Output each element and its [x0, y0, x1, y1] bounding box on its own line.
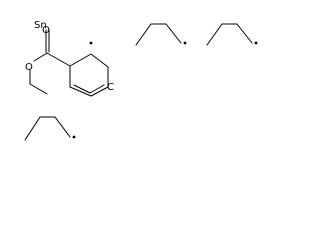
- carbonyl-to-ring-bond: [46, 52, 71, 67]
- butyl-radical-3: [24, 116, 76, 141]
- butyl-1-chain: [135, 23, 182, 46]
- butyl-radical-2: [206, 23, 258, 46]
- butyl-radical-1: [135, 23, 187, 46]
- butyl-3-chain: [24, 116, 71, 141]
- carbonyl-to-ester-oxygen-bond: [33, 52, 48, 62]
- ethyl-chain-bond: [29, 83, 48, 95]
- ester-oxygen-label: O: [25, 62, 33, 73]
- ring-outline: [69, 53, 109, 97]
- ring-inner-bond-a: [73, 84, 91, 94]
- ring-carbon-label: C: [107, 82, 114, 93]
- ring-radical-dot: [89, 41, 93, 45]
- ring-inner-bond-b: [89, 84, 105, 94]
- butyl-3-radical-dot: [72, 135, 76, 139]
- benzoate-fragment: Sn O O C: [25, 20, 114, 97]
- butyl-2-chain: [206, 23, 253, 46]
- butyl-2-radical-dot: [254, 41, 258, 45]
- chemical-structure-diagram: Sn O O C: [24, 20, 258, 141]
- butyl-1-radical-dot: [183, 41, 187, 45]
- carbonyl-oxygen-label: O: [42, 25, 50, 36]
- tin-atom-label: Sn: [34, 20, 47, 31]
